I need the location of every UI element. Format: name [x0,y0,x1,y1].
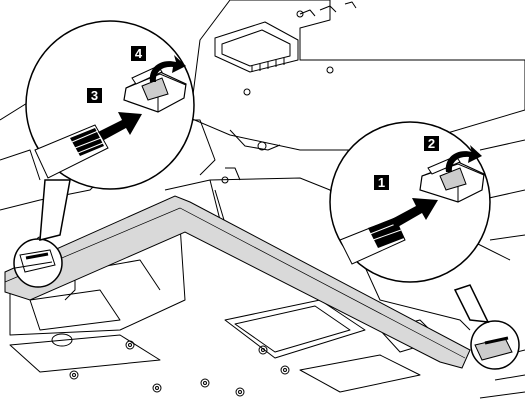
card-reader [214,21,299,73]
right-connector-spot [470,320,520,370]
step-2-badge: 2 [424,136,439,151]
rotate-arrow-icon [445,145,482,172]
step-1-label: 1 [378,175,385,190]
insert-arrow-icon [390,198,438,228]
callout-left: 3 4 [25,20,195,241]
connector-icon [419,155,485,203]
callout-right: 1 2 [329,121,491,323]
step-3-label: 3 [91,88,98,103]
step-3-badge: 3 [87,88,102,103]
insert-arrow-icon [98,112,142,140]
lower-plate [224,299,366,359]
step-4-label: 4 [135,46,143,61]
step-2-label: 2 [428,136,435,151]
top-board-outline [189,0,525,151]
left-connector-spot [13,238,63,288]
rotate-arrow-icon [149,55,186,82]
step-1-badge: 1 [374,175,389,190]
flex-cable [4,195,471,369]
step-4-badge: 4 [131,46,146,61]
